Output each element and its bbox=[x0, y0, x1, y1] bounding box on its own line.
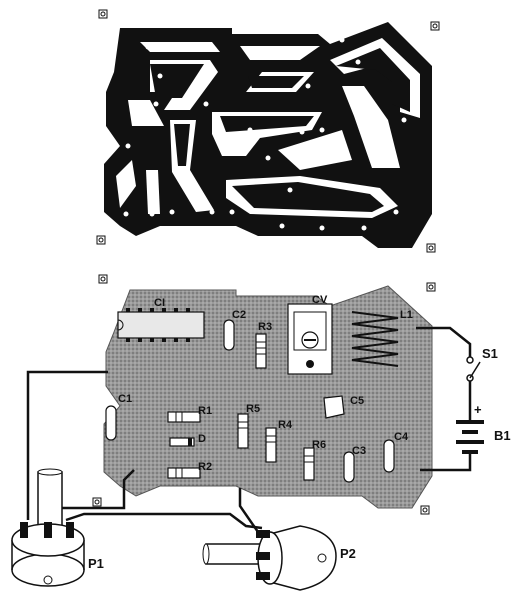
capacitor-c4 bbox=[383, 439, 395, 473]
resistor-r2 bbox=[167, 467, 201, 479]
wires bbox=[26, 326, 472, 533]
label-s1: S1 bbox=[482, 346, 498, 361]
label-b1: B1 bbox=[494, 428, 511, 443]
resistor-r4 bbox=[265, 427, 277, 463]
label-r2: R2 bbox=[198, 461, 212, 473]
label-d: D bbox=[198, 433, 206, 445]
resistor-r1 bbox=[167, 411, 201, 423]
resistor-r3 bbox=[255, 333, 267, 369]
potentiometer-p2 bbox=[202, 525, 337, 591]
resistor-r5 bbox=[237, 413, 249, 449]
pcb-component-layout: CI C2 R3 CV L1 C bbox=[11, 274, 511, 591]
label-r6: R6 bbox=[312, 439, 326, 451]
switch-s1 bbox=[466, 356, 481, 382]
capacitor-c2 bbox=[223, 319, 235, 351]
label-battery-plus: + bbox=[474, 402, 482, 417]
label-l1: L1 bbox=[400, 309, 413, 321]
potentiometer-p1 bbox=[11, 468, 85, 587]
label-p1: P1 bbox=[88, 556, 104, 571]
label-c4: C4 bbox=[394, 431, 409, 443]
label-c5: C5 bbox=[350, 395, 364, 407]
trimmer-cv bbox=[287, 303, 333, 375]
capacitor-c1 bbox=[105, 405, 117, 441]
label-c1: C1 bbox=[118, 393, 132, 405]
label-ci: CI bbox=[154, 297, 165, 309]
corner-mark-icon bbox=[96, 9, 440, 253]
label-r4: R4 bbox=[278, 419, 293, 431]
capacitor-c5 bbox=[323, 395, 345, 419]
label-r3: R3 bbox=[258, 321, 272, 333]
label-r1: R1 bbox=[198, 405, 212, 417]
capacitor-c3 bbox=[343, 451, 355, 483]
pcb-copper-layout bbox=[96, 9, 440, 253]
coil-l1 bbox=[351, 311, 399, 367]
corner-mark-icon bbox=[92, 274, 436, 515]
copper-pads bbox=[123, 37, 407, 231]
diode-d bbox=[169, 437, 195, 447]
copper-tracks bbox=[150, 48, 410, 212]
label-cv: CV bbox=[312, 294, 328, 306]
label-r5: R5 bbox=[246, 403, 260, 415]
label-p2: P2 bbox=[340, 546, 356, 561]
ic-chip bbox=[117, 308, 205, 342]
label-c2: C2 bbox=[232, 309, 246, 321]
battery-b1 bbox=[456, 420, 484, 454]
label-c3: C3 bbox=[352, 445, 366, 457]
resistor-r6 bbox=[303, 447, 315, 481]
